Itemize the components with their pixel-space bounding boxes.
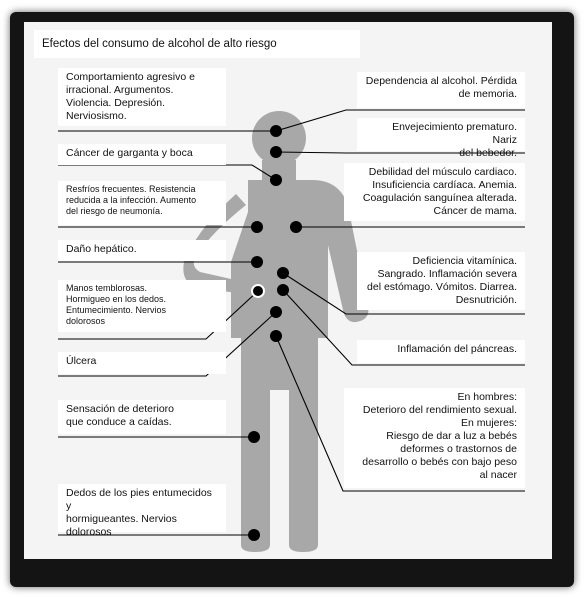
- organ-dots: [248, 125, 302, 541]
- label-pies: Dedos de los pies entumecidos y hormigue…: [58, 484, 226, 538]
- label-agresivo: Comportamiento agresivo e irracional. Ar…: [58, 68, 226, 126]
- dot-reproductive: [270, 330, 282, 342]
- dot-hand: [251, 284, 265, 298]
- label-resfrios: Resfríos frecuentes. Resistencia reducid…: [58, 181, 226, 225]
- line-manos: [58, 290, 259, 340]
- connector-lines: [58, 109, 525, 536]
- line-envejecimiento: [275, 151, 525, 154]
- line-sexual: [275, 335, 525, 492]
- line-ulcera: [58, 311, 277, 377]
- label-envejecimiento: Envejecimiento prematuro. Nariz del bebe…: [357, 118, 525, 159]
- line-pancreas: [282, 289, 525, 366]
- label-manos: Manos temblorosas. Hormigueo en los dedo…: [58, 280, 226, 332]
- dot-liver: [251, 256, 263, 268]
- label-vitaminica: Deficiencia vitamínica. Sangrado. Inflam…: [357, 252, 525, 310]
- dot-knee: [248, 431, 260, 443]
- label-dependencia: Dependencia al alcohol. Pérdida de memor…: [357, 72, 525, 108]
- dot-pancreas: [277, 284, 289, 296]
- dot-feet: [248, 529, 260, 541]
- label-pancreas: Inflamación del páncreas.: [357, 340, 525, 363]
- dot-heart: [290, 221, 302, 233]
- dot-brain: [270, 125, 282, 137]
- line-garganta: [58, 164, 277, 181]
- dot-ulcer: [270, 306, 282, 318]
- line-dependencia: [275, 109, 525, 132]
- label-garganta: Cáncer de garganta y boca: [58, 144, 226, 165]
- dot-throat: [270, 174, 282, 186]
- line-vitaminica: [282, 272, 525, 315]
- label-caidas: Sensación de deterioro que conduce a caí…: [58, 400, 226, 434]
- label-ulcera: Úlcera: [58, 352, 226, 374]
- label-cardiaco: Debilidad del músculo cardiaco. Insufici…: [344, 163, 525, 221]
- dot-stomach: [277, 267, 289, 279]
- dot-nose: [270, 146, 282, 158]
- label-hepatico: Daño hepático.: [58, 240, 226, 261]
- figure-body: [231, 180, 369, 552]
- dot-lungs: [251, 221, 263, 233]
- label-sexual: En hombres: Deterioro del rendimiento se…: [344, 388, 525, 488]
- figure-head: [252, 111, 306, 165]
- diagram-title: Efectos del consumo de alcohol de alto r…: [34, 30, 360, 58]
